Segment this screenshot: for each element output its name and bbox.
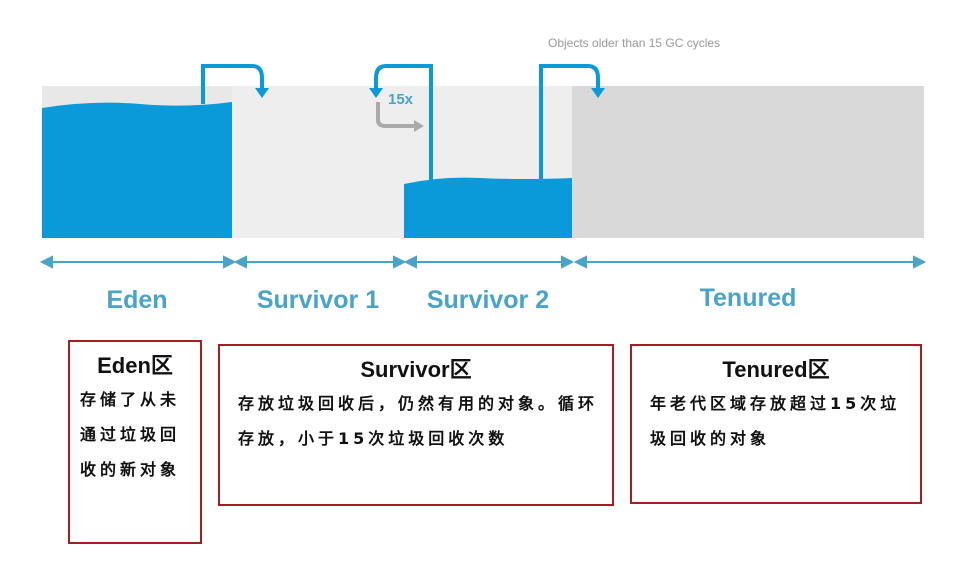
span-survivor2 [403, 255, 575, 269]
region-label-tenured: Tenured [699, 284, 797, 312]
tenured-region [572, 86, 924, 238]
eden-desc-title: Eden区 [97, 353, 173, 378]
tenured-desc-body: 年老代区域存放超过15次垃圾回收的对象 [650, 394, 901, 448]
region-label-eden: Eden [106, 286, 168, 314]
survivor-desc-box: Survivor区 存放垃圾回收后，仍然有用的对象。循环存放，小于15次垃圾回收… [218, 344, 614, 506]
eden-fill [42, 102, 232, 238]
cycle-label: 15x [388, 91, 414, 108]
eden-desc-body: 存储了从未通过垃圾回收的新对象 [80, 390, 181, 479]
arrow-head [369, 88, 383, 98]
arrow-head [414, 120, 424, 132]
region-label-survivor2: Survivor 2 [426, 286, 550, 314]
survivor2-fill [404, 177, 572, 238]
span-eden [39, 255, 237, 269]
survivor-desc-title: Survivor区 [360, 357, 472, 382]
flow-arrow-eden [201, 64, 264, 104]
tenured-desc-title: Tenured区 [722, 357, 830, 382]
eden-desc-box: Eden区 存储了从未通过垃圾回收的新对象 [68, 340, 202, 544]
top-note: Objects older than 15 GC cycles [548, 36, 721, 50]
arrow-head [255, 88, 269, 98]
tenured-desc-box: Tenured区 年老代区域存放超过15次垃圾回收的对象 [630, 344, 922, 504]
arrow-head [591, 88, 605, 98]
span-survivor1 [233, 255, 407, 269]
flow-arrow-s2-s1 [374, 64, 433, 180]
flow-arrow-tenured [539, 64, 600, 180]
region-label-survivor1: Survivor 1 [256, 286, 380, 314]
span-tenured [573, 255, 927, 269]
survivor1-region [232, 86, 404, 238]
survivor-desc-body: 存放垃圾回收后，仍然有用的对象。循环存放，小于15次垃圾回收次数 [238, 394, 599, 448]
cycle-arrow [376, 102, 416, 128]
